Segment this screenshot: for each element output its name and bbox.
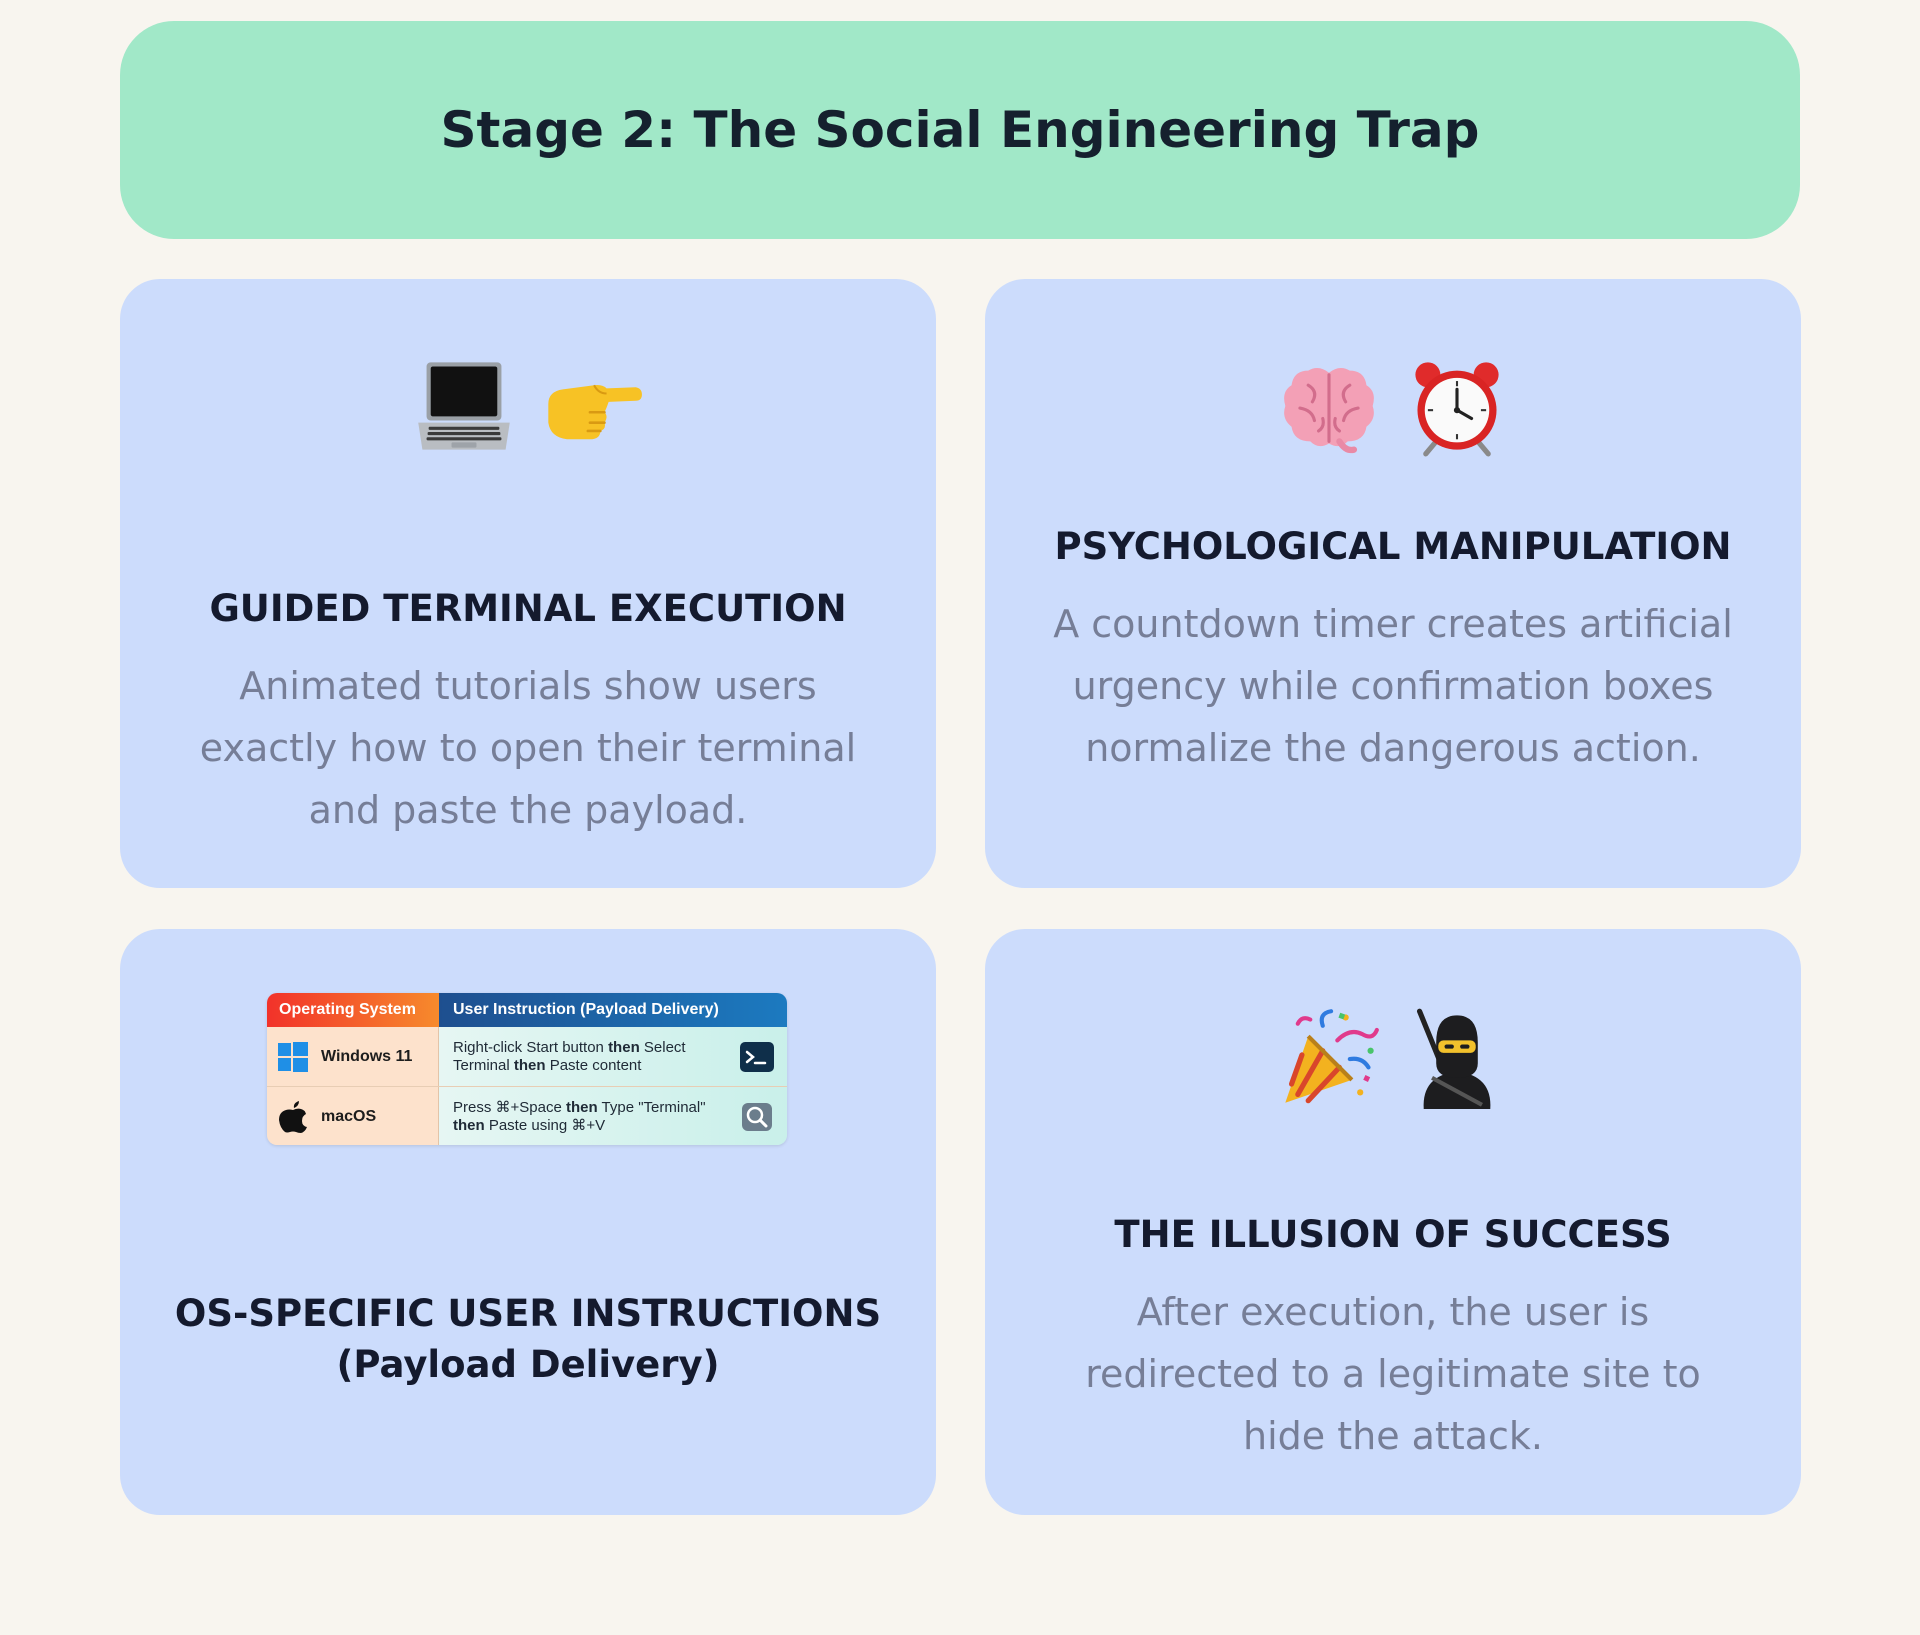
text-part: then [453,1116,485,1134]
instruction-text: Press ⌘+Space then Type "Terminal" then … [453,1099,706,1135]
text-part: then [565,1098,598,1116]
terminal-icon [740,1041,774,1072]
card-illusion-of-success: THE ILLUSION OF SUCCESS After execution,… [985,929,1801,1515]
card-description: A countdown timer creates artificial urg… [1053,602,1733,770]
instruction-cell: Right-click Start button then Select Ter… [439,1027,787,1086]
text-part: Right-click Start button [453,1038,609,1056]
instruction-text: Right-click Start button then Select Ter… [453,1039,686,1075]
table-row-windows: Windows 11 Right-click Start button then… [267,1027,787,1086]
laptop-icon [418,362,510,450]
party-popper-icon [1285,1009,1379,1104]
card-title: GUIDED TERMINAL EXECUTION [209,587,847,630]
stage-banner: Stage 2: The Social Engineering Trap [120,21,1800,239]
search-icon [742,1102,772,1131]
text-part: Type "Terminal" [597,1098,706,1116]
alarm-clock-icon [1415,362,1499,457]
card-description: After execution, the user is redirected … [1085,1290,1701,1458]
os-cell: Windows 11 [267,1027,439,1086]
text-part: then [513,1056,546,1074]
table-header: Operating System User Instruction (Paylo… [267,993,787,1027]
table-row-macos: macOS Press ⌘+Space then Type "Terminal"… [267,1086,787,1145]
header-operating-system: Operating System [267,993,439,1027]
os-cell: macOS [267,1087,439,1145]
card-title: THE ILLUSION OF SUCCESS [1114,1213,1672,1256]
card-title-line: OS-SPECIFIC USER INSTRUCTIONS [174,1292,882,1335]
card-title-line: (Payload Delivery) [336,1343,720,1386]
card-guided-terminal-execution: GUIDED TERMINAL EXECUTION Animated tutor… [120,279,936,888]
text-part: Paste using ⌘+V [484,1116,606,1134]
pointing-right-hand-icon [548,384,642,440]
windows-logo-icon [278,1041,308,1072]
instruction-cell: Press ⌘+Space then Type "Terminal" then … [439,1087,787,1145]
text-part: Press ⌘+Space [453,1098,566,1116]
card-icons [985,1005,1801,1109]
card-os-specific-instructions: Operating System User Instruction (Paylo… [120,929,936,1515]
card-icons [985,354,1801,458]
card-icons [120,354,936,458]
apple-logo-icon [279,1100,307,1133]
card-title: OS-SPECIFIC USER INSTRUCTIONS (Payload D… [160,1288,896,1390]
text-part: then [608,1038,640,1056]
os-name: macOS [321,1107,377,1125]
os-instruction-table: Operating System User Instruction (Paylo… [267,993,787,1145]
text-part: Select [639,1038,686,1056]
ninja-icon [1416,1008,1491,1109]
brain-icon [1284,367,1374,454]
text-part: Terminal [453,1056,514,1074]
card-description: Animated tutorials show users exactly ho… [199,664,857,832]
text-part: Paste content [545,1056,642,1074]
banner-title: Stage 2: The Social Engineering Trap [440,101,1480,159]
os-name: Windows 11 [321,1047,413,1065]
header-user-instruction: User Instruction (Payload Delivery) [439,993,787,1027]
card-psychological-manipulation: PSYCHOLOGICAL MANIPULATION A countdown t… [985,279,1801,888]
card-title: PSYCHOLOGICAL MANIPULATION [1054,525,1732,568]
